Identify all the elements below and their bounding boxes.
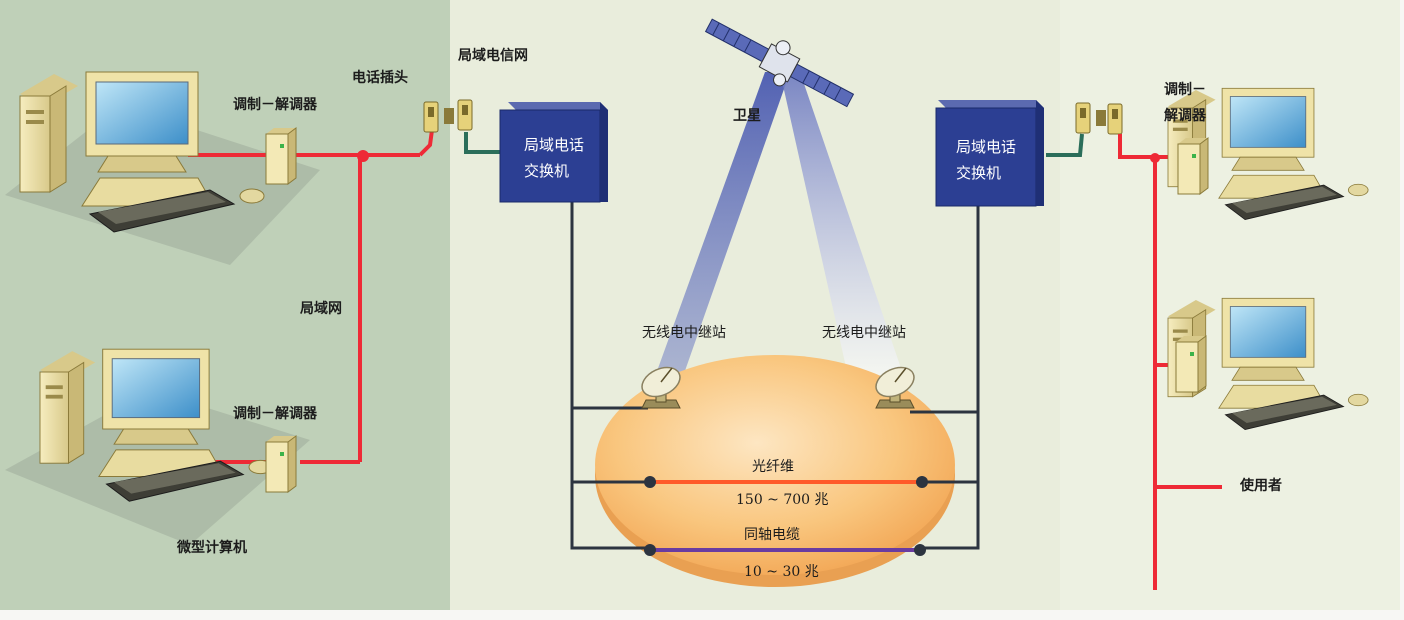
coax-node (914, 544, 926, 556)
exchange-connector (1046, 133, 1084, 157)
user-label: 使用者 (1240, 478, 1282, 494)
modem-label: 调制－解调器 (233, 406, 317, 422)
phone-plug-icon (423, 101, 439, 133)
modem-icon (265, 435, 297, 493)
backbone-lines (570, 200, 980, 550)
lan-label: 局域网 (300, 301, 342, 317)
plug-socket (1096, 110, 1106, 126)
relay-station-label: 无线电中继站 (642, 325, 726, 341)
lan-junction (357, 150, 369, 162)
exchange-label: 局域电话 (524, 136, 585, 154)
exchange-connector (464, 132, 515, 154)
satellite-label: 卫星 (733, 108, 761, 124)
phone-plug-label: 电话插头 (352, 70, 408, 86)
satellite-beam-left (652, 72, 790, 385)
modem-icon (265, 127, 297, 185)
satellite-beam-right (780, 72, 905, 385)
plug-socket (444, 108, 454, 124)
exchange-box-right (935, 100, 1044, 207)
coax-speed-label: 10 ~ 30 兆 (744, 564, 819, 580)
modem-label: 调制－解调器 (233, 97, 317, 113)
modem-label: 调制－ (1164, 82, 1206, 98)
modem-icon (1177, 137, 1209, 195)
fiber-node (644, 476, 656, 488)
exchange-label: 交换机 (956, 164, 1002, 182)
fiber-speed-label: 150 ~ 700 兆 (736, 492, 829, 508)
phone-plug-icon (457, 99, 473, 131)
disc (595, 355, 955, 575)
coax-label: 同轴电缆 (744, 527, 800, 543)
phone-plug-icon (1107, 103, 1123, 135)
relay-station-label: 无线电中继站 (822, 325, 906, 341)
modem-icon (1175, 335, 1207, 393)
exchange-label: 局域电话 (956, 138, 1017, 156)
modem-label: 解调器 (1164, 108, 1206, 124)
fiber-node (916, 476, 928, 488)
exchange-box-left (499, 102, 608, 203)
phone-plug-icon (1075, 102, 1091, 134)
left-lan-wiring (165, 129, 434, 464)
satellite-icon (704, 18, 855, 108)
coax-node (644, 544, 656, 556)
microcomputer-label: 微型计算机 (177, 540, 247, 556)
fiber-label: 光纤维 (752, 459, 794, 475)
exchange-label: 交换机 (524, 162, 570, 180)
lan-telecom-label: 局域电信网 (458, 48, 528, 64)
lan-junction (1150, 153, 1160, 163)
